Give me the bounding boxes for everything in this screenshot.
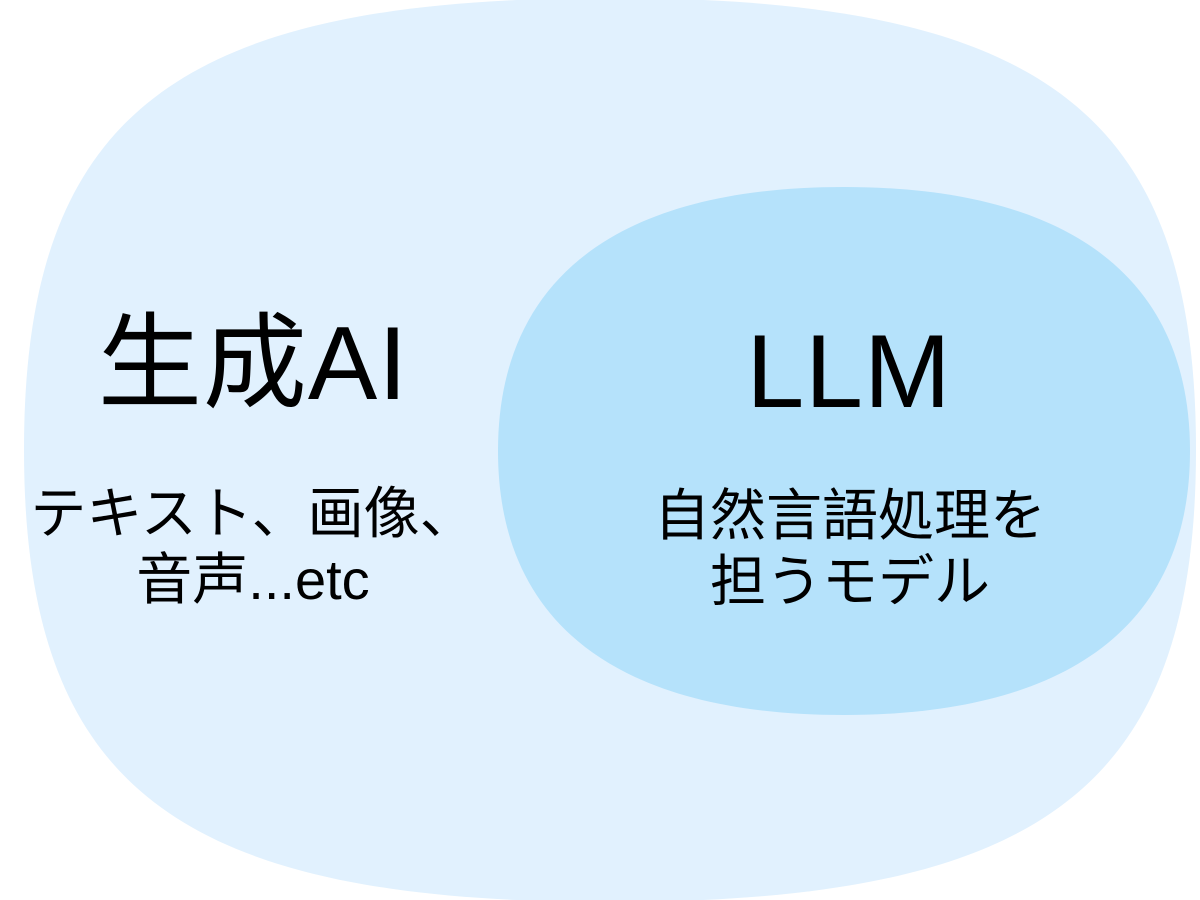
generative-ai-title: 生成AI [97, 306, 409, 422]
llm-subtitle-line-2: 担うモデル [710, 550, 990, 613]
generative-ai-subtitle: テキスト、画像、 音声...etc [30, 481, 475, 613]
generative-ai-subtitle-line-1: テキスト、画像、 [30, 482, 476, 545]
generative-ai-subtitle-line-2: 音声...etc [136, 548, 370, 611]
llm-title: LLM [746, 314, 952, 430]
llm-blob-shape [498, 187, 1190, 715]
llm-subtitle-line-1: 自然言語処理を [654, 484, 1046, 547]
llm-subtitle: 自然言語処理を 担うモデル [654, 483, 1046, 615]
